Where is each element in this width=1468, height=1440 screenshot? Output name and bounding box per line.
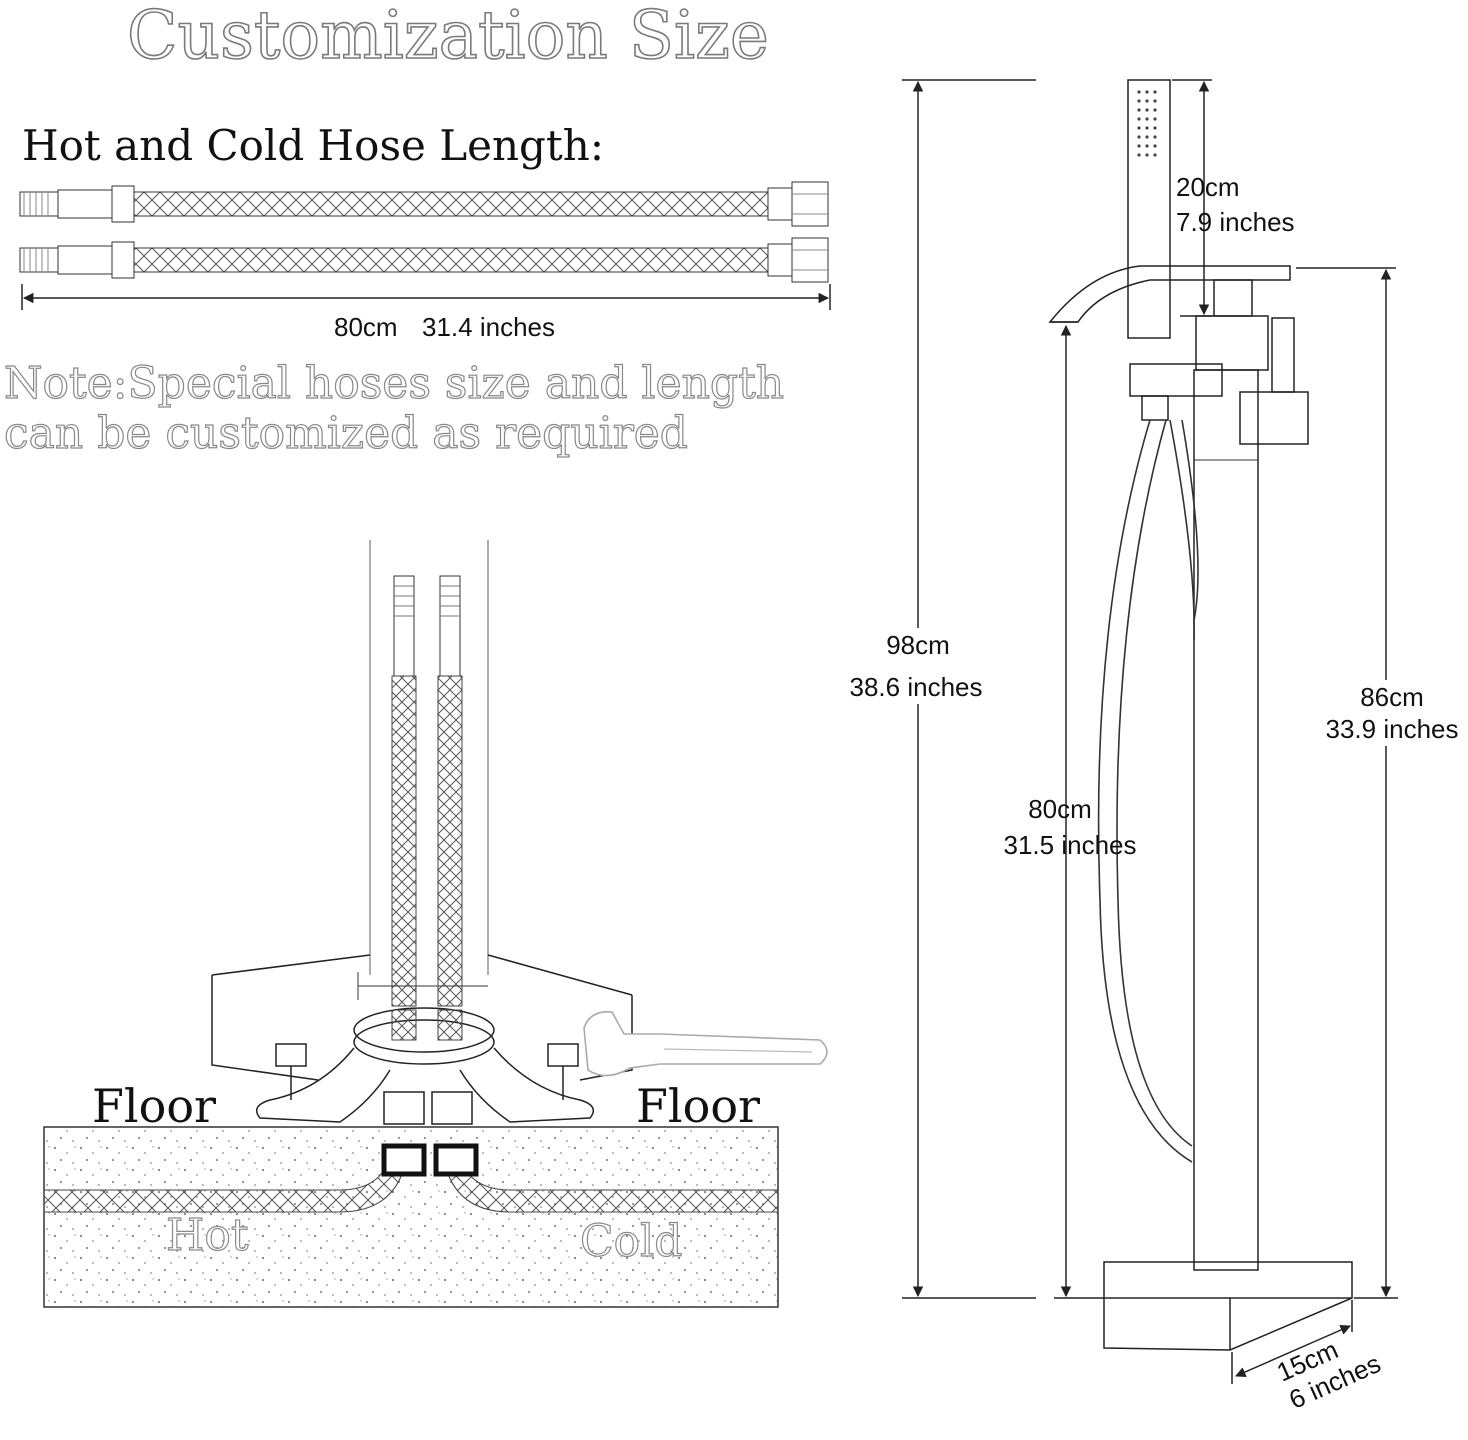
cold-pipe-label: Cold [580,1216,682,1267]
body-height-inches: 33.9 inches [1326,714,1459,744]
hose-illustration-2 [19,237,829,283]
total-height-cm: 98cm [886,630,950,660]
hose-heading: Hot and Cold Hose Length: [22,121,604,170]
floor-label-right: Floor [636,1079,760,1133]
diagram-title: Customization Size [127,0,769,74]
note-line-1: Note:Special hoses size and length [4,358,784,409]
handshower-length-inches: 7.9 inches [1176,207,1295,237]
floor-label-left: Floor [92,1079,216,1133]
floor-slab [43,1126,779,1308]
hand-shower [1127,79,1171,339]
spout-height-cm: 80cm [1028,794,1092,824]
hose-illustration-1 [19,181,829,227]
installation-illustration [211,540,828,1125]
hose-length-inches: 31.4 inches [422,312,555,342]
handshower-length-cm: 20cm [1176,172,1240,202]
hose-length-cm: 80cm [334,312,398,342]
faucet-illustration [1048,79,1353,1351]
hot-pipe-label: Hot [166,1210,249,1261]
note-line-2: can be customized as required [4,408,688,459]
total-height-inches: 38.6 inches [850,672,983,702]
body-height-cm: 86cm [1360,682,1424,712]
spout-height-inches: 31.5 inches [1004,830,1137,860]
hose-length-dimension [21,284,831,310]
